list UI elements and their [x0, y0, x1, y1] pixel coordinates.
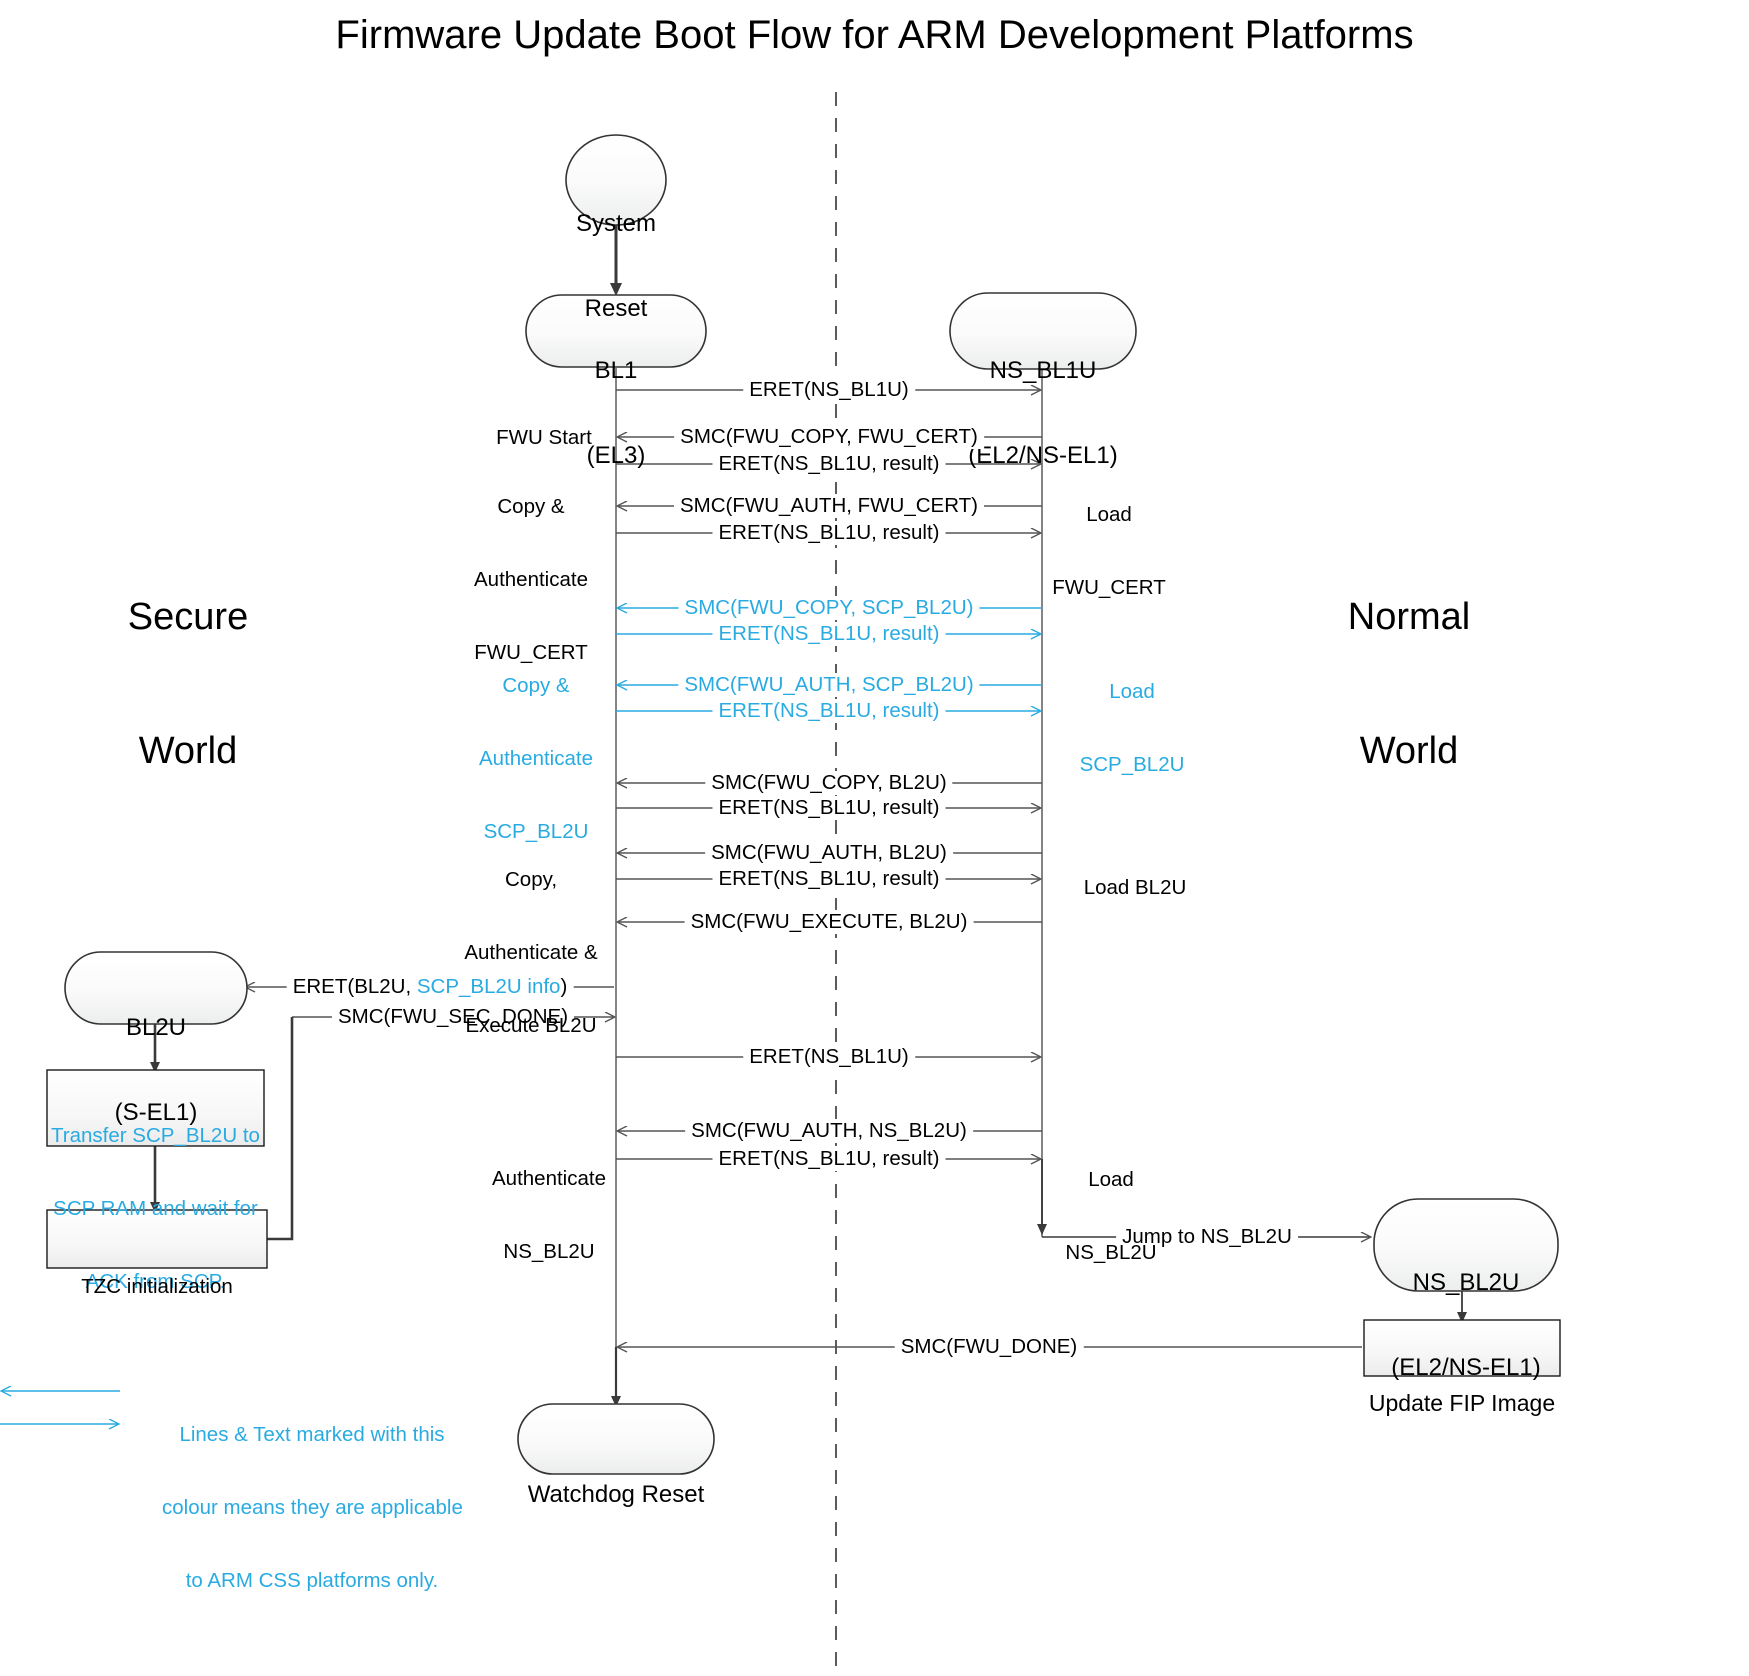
message-label-m4: SMC(FWU_AUTH, FWU_CERT) [674, 494, 984, 519]
message-label-m7: ERET(NS_BL1U, result) [712, 622, 946, 647]
node-system-reset[interactable]: System Reset [566, 153, 666, 380]
box-tzc-shape [46, 1209, 268, 1269]
node-ns-bl2u-shape [1373, 1198, 1559, 1292]
annotation-copy-auth-exec-bl2u-l2: Authenticate & [464, 940, 598, 964]
annotation-copy-auth-scp-bl2u-l1: Copy & [502, 674, 570, 698]
box-transfer-scp-line3: ACK from SCP. [85, 1269, 226, 1293]
node-ns-bl2u-line2: (EL2/NS-EL1) [1391, 1353, 1541, 1381]
message-label-m5: ERET(NS_BL1U, result) [712, 521, 946, 546]
node-ns-bl2u-line1: NS_BL2U [1412, 1268, 1520, 1296]
message-label-jump-ns-bl2u: Jump to NS_BL2U [1116, 1225, 1298, 1250]
box-update-fip-image: Update FIP Image [1364, 1336, 1560, 1472]
node-bl1[interactable]: BL1 (EL3) [526, 300, 706, 527]
annotation-load-ns-bl2u: Load NS_BL2U [1065, 1120, 1156, 1314]
annotation-authenticate-ns-bl2u: Authenticate NS_BL2U [492, 1119, 606, 1313]
annotation-copy-auth-exec-bl2u-l1: Copy, [504, 868, 558, 892]
message-label-m12: SMC(FWU_AUTH, BL2U) [705, 841, 953, 866]
annotation-copy-auth-fwu-cert-l2: Authenticate [474, 567, 588, 591]
annotation-authenticate-ns-bl2u-l2: NS_BL2U [503, 1239, 595, 1263]
annotation-load-ns-bl2u-l2: NS_BL2U [1065, 1240, 1157, 1264]
legend-line1: Lines & Text marked with this [179, 1423, 445, 1447]
message-label-m18: SMC(FWU_AUTH, NS_BL2U) [685, 1119, 973, 1144]
message-label-m10: SMC(FWU_COPY, BL2U) [705, 771, 953, 796]
node-bl2u-line2: (S-EL1) [114, 1098, 198, 1126]
annotation-fwu-start: FWU Start [496, 378, 592, 499]
annotation-load-fwu-cert: Load FWU_CERT [1052, 455, 1166, 649]
node-system-reset-line2: Reset [584, 294, 648, 322]
box-transfer-scp-line1: Transfer SCP_BL2U to [51, 1124, 260, 1148]
annotation-copy-auth-fwu-cert: Copy & Authenticate FWU_CERT [474, 447, 588, 713]
label-secure-world-line2: World [138, 730, 238, 773]
label-normal-world: Normal World [1229, 505, 1589, 864]
annotation-load-fwu-cert-l1: Load [1086, 503, 1132, 527]
message-label-m6: SMC(FWU_COPY, SCP_BL2U) [678, 596, 980, 621]
box-tzc-initialization: TZC initialization [47, 1227, 267, 1348]
node-bl2u-line1: BL2U [125, 1013, 187, 1041]
node-ns-bl1u[interactable]: NS_BL1U (EL2/NS-EL1) [940, 300, 1146, 527]
box-transfer-scp-shape [46, 1069, 265, 1147]
node-watchdog-reset[interactable]: Watchdog Reset [518, 1424, 714, 1566]
box-transfer-scp-line2: SCP RAM and wait for [53, 1196, 258, 1220]
annotation-copy-auth-scp-bl2u-l3: SCP_BL2U [483, 819, 589, 843]
annotation-copy-auth-fwu-cert-l1: Copy & [497, 495, 565, 519]
eret-bl2u-highlight: SCP_BL2U info [416, 975, 561, 998]
eret-bl2u-prefix: ERET(BL2U, [292, 975, 417, 998]
box-tzc-label: TZC initialization [81, 1275, 233, 1299]
label-normal-world-line1: Normal [1347, 595, 1471, 638]
legend-line3: to ARM CSS platforms only. [185, 1568, 439, 1592]
node-watchdog-shape [517, 1403, 715, 1475]
node-system-reset-shape [565, 134, 667, 226]
message-label-m11: ERET(NS_BL1U, result) [712, 796, 946, 821]
legend-text: Lines & Text marked with this colour mea… [162, 1375, 463, 1641]
message-label-m1: ERET(NS_BL1U) [743, 378, 915, 403]
node-bl1-shape [525, 294, 707, 368]
node-bl1-line2: (EL3) [586, 441, 646, 469]
annotation-copy-auth-exec-bl2u-l3: Execute BL2U [465, 1013, 597, 1037]
annotation-fwu-start-line1: FWU Start [496, 426, 592, 450]
message-label-m13: ERET(NS_BL1U, result) [712, 867, 946, 892]
message-label-m14: SMC(FWU_EXECUTE, BL2U) [684, 910, 974, 935]
box-update-fip-shape [1363, 1319, 1561, 1377]
message-label-eret-bl2u: ERET(BL2U, SCP_BL2U info) [286, 975, 574, 1000]
message-label-m9: ERET(NS_BL1U, result) [712, 699, 946, 724]
label-normal-world-line2: World [1359, 730, 1459, 773]
annotation-load-bl2u-l1: Load BL2U [1083, 876, 1187, 900]
message-label-m2: SMC(FWU_COPY, FWU_CERT) [674, 425, 984, 450]
annotation-load-scp-bl2u-l1: Load [1109, 680, 1155, 704]
node-ns-bl1u-shape [949, 292, 1137, 370]
annotation-load-fwu-cert-l2: FWU_CERT [1052, 575, 1166, 599]
node-bl1-line1: BL1 [594, 356, 638, 384]
annotation-load-scp-bl2u-l2: SCP_BL2U [1079, 752, 1185, 776]
message-label-smc-sec-done: SMC(FWU_SEC_DONE) [331, 1005, 575, 1030]
annotation-load-scp-bl2u: Load SCP_BL2U [1080, 632, 1185, 826]
message-label-m19: ERET(NS_BL1U, result) [712, 1147, 946, 1172]
node-bl2u[interactable]: BL2U (S-EL1) [65, 957, 247, 1184]
annotation-load-ns-bl2u-l1: Load [1088, 1168, 1134, 1192]
box-update-fip-label: Update FIP Image [1368, 1390, 1556, 1417]
eret-bl2u-suffix: ) [560, 975, 568, 998]
node-bl2u-shape [64, 951, 248, 1025]
annotation-load-bl2u: Load BL2U [1084, 828, 1187, 949]
message-label-m17: ERET(NS_BL1U) [743, 1045, 915, 1070]
node-system-reset-line1: System [575, 209, 656, 237]
label-secure-world-line1: Secure [127, 595, 249, 638]
node-ns-bl2u[interactable]: NS_BL2U (EL2/NS-EL1) [1364, 1212, 1568, 1439]
node-watchdog-reset-label: Watchdog Reset [527, 1480, 705, 1508]
annotation-copy-auth-fwu-cert-l3: FWU_CERT [474, 640, 588, 664]
page-title: Firmware Update Boot Flow for ARM Develo… [335, 13, 1414, 57]
box-transfer-scp: Transfer SCP_BL2U to SCP RAM and wait fo… [47, 1076, 264, 1342]
annotation-authenticate-ns-bl2u-l1: Authenticate [492, 1167, 606, 1191]
annotation-copy-auth-scp-bl2u-l2: Authenticate [479, 746, 593, 770]
message-label-m3: ERET(NS_BL1U, result) [712, 452, 946, 477]
annotation-copy-auth-exec-bl2u: Copy, Authenticate & Execute BL2U [464, 820, 597, 1086]
node-ns-bl1u-line2: (EL2/NS-EL1) [968, 441, 1118, 469]
node-ns-bl1u-line1: NS_BL1U [989, 356, 1097, 384]
annotation-copy-auth-scp-bl2u: Copy & Authenticate SCP_BL2U [479, 626, 593, 892]
message-label-m8: SMC(FWU_AUTH, SCP_BL2U) [678, 673, 980, 698]
legend-line2: colour means they are applicable [162, 1495, 463, 1519]
message-label-smc-fwu-done: SMC(FWU_DONE) [894, 1335, 1084, 1360]
label-secure-world: Secure World [8, 505, 368, 864]
connector-tzc-to-sec-done [267, 1017, 294, 1241]
